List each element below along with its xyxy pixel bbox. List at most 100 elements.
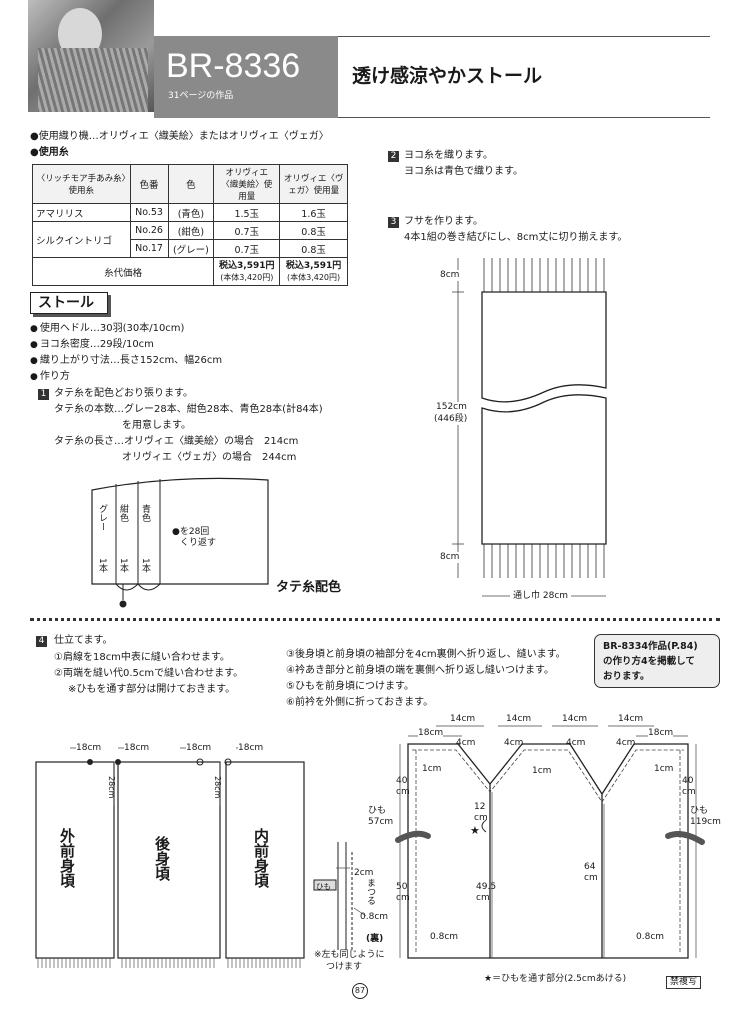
h40-left: 40 cm [396,776,410,798]
th-orimie: オリヴィエ〈織美絵〉使用量 [213,164,281,204]
side18-2: 18cm [648,728,674,739]
top14-1: 14cm [450,714,476,724]
fringe-top-label: 8cm [440,270,460,281]
step1-line3: を用意します。 [122,420,191,431]
panel-dim-3: 18cm [186,743,212,754]
warp-color-diagram [91,477,269,608]
side18-1: 18cm [418,728,444,739]
panel-inner-front: 内前身頃 [252,828,270,888]
yarn-table: 〈リッチモア手あみ糸〉使用糸 色番 色 オリヴィエ〈織美絵〉使用量 オリヴィエ〈… [31,164,348,286]
h40-left-num: 40 [396,776,408,786]
warp-col-gray: グレー [97,504,107,531]
page-reference: 31ページの作品 [168,91,234,101]
th-no: 色番 [129,164,169,204]
h40-right-unit: cm [682,787,696,797]
yarn-heading: ●使用糸 [30,147,69,158]
th-vega: オリヴィエ〈ヴェガ〉使用量 [279,164,348,204]
assembly-left-1: ①肩線を18cm中表に縫い合わせます。 [54,652,230,663]
fringe-bottom-label: 8cm [440,552,460,563]
h50-unit: cm [396,893,410,903]
step1-line2: タテ糸の本数…グレー28本、紺色28本、青色28本(計84本) [54,404,323,415]
top14-3: 14cm [562,714,588,724]
repeat-note: ●を28回 くり返す [172,527,216,549]
one-3: 1cm [654,764,674,774]
cell-yarn: アマリリス [32,203,131,222]
h64-num: 64 [584,862,596,872]
table-row: アマリリス No.53 (青色) 1.5玉 1.6玉 [32,203,348,222]
warp-count-navy: 1本 [118,558,128,573]
h495: 49.5 cm [476,882,496,904]
step4-num: 4 [38,636,45,646]
step1-line5: オリヴィエ〈ヴェガ〉の場合 244cm [122,452,297,463]
reference-line1: BR-8334作品(P.84) [603,641,698,652]
assembly-right-3: ⑤ひもを前身頃につけます。 [286,681,414,692]
h40-right: 40 cm [682,776,696,798]
star12-num: 12 [474,802,486,812]
price-orimie-sub: (本体3,420円) [220,272,274,282]
panel-height-2: 28cm [213,776,222,799]
one-2: 1cm [532,766,552,776]
stole-heading: ストール [38,295,94,311]
panel-dim-2: 18cm [124,743,150,754]
stole-heading-box [30,292,108,314]
reference-line3: おります。 [603,671,650,682]
model-photo [28,0,154,112]
pattern-code: BR-8336 [166,47,301,85]
step4-title: 仕立てます。 [54,635,113,646]
seam-detail [313,842,367,950]
price-row: 糸代価格 税込3,591円 (本体3,420円) 税込3,591円 (本体3,4… [31,257,348,286]
cell-orimie: 0.7玉 [213,221,281,240]
seam-matsuru: まつる [365,878,375,905]
reference-line2: の作り方4を掲載して [603,656,695,667]
fold4-4: 4cm [616,738,636,748]
cell-yarn: シルクイントリゴ [32,221,131,258]
section-divider [30,618,720,621]
step3-badge: 3 [388,217,399,228]
step1-line1: タテ糸を配色どおり張ります。 [54,388,193,399]
table-row: シルクイントリゴ No.26 (紺色) 0.7玉 0.8玉 [32,221,348,258]
h495-num: 49.5 [476,882,497,892]
cell-vega: 0.8玉 [279,239,348,258]
no-copy-stamp: 禁複写 [666,976,702,989]
fold4-1: 4cm [456,738,476,748]
price-vega-main: 税込3,591円 [285,260,342,271]
repeat-note-line2: くり返す [180,538,217,548]
spec-density: ヨコ糸密度…29段/10cm [30,338,154,352]
top14-4: 14cm [618,714,644,724]
legend: ★＝ひもを通す部分(2.5cmあける) [484,974,627,984]
cord-right-len: 119cm [690,817,721,827]
cell-orimie: 0.7玉 [213,239,281,258]
warp-col-blue: 青色 [140,504,150,522]
hem-right: 0.8cm [636,932,665,942]
fold4-3: 4cm [566,738,586,748]
panel-height-1: 28cm [107,776,116,799]
seam-08cm: 0.8cm [360,912,389,922]
price-label: 糸代価格 [31,257,215,286]
step3-line1: フサを作ります。 [404,216,483,227]
h495-unit: cm [476,893,490,903]
h40-left-unit: cm [396,787,410,797]
cord-left-label: ひも [368,806,387,816]
page-number: 87 [352,983,368,999]
assembly-right-1: ③後身頃と前身頃の袖部分を4cm裏側へ折り返し、縫います。 [286,649,566,660]
price-orimie: 税込3,591円 (本体3,420円) [213,257,281,286]
garment-diagram [395,725,705,959]
cell-no: No.26 [129,221,169,240]
h64-unit: cm [584,873,598,883]
step2-line2: ヨコ糸は青色で織ります。 [404,166,523,177]
spec-size: 織り上がり寸法…長さ152cm、幅26cm [30,354,222,368]
header-band [154,36,338,118]
h40-right-num: 40 [682,776,694,786]
cell-orimie: 1.5玉 [213,203,281,222]
one-1: 1cm [422,764,442,774]
panel-back: 後身頃 [153,836,171,881]
seam-note-1: ※左も同じように [314,950,385,960]
cord-left: ひも 57cm [368,806,393,828]
step1-line4: タテ糸の長さ…オリヴィエ〈織美絵〉の場合 214cm [54,436,299,447]
warp-caption: タテ糸配色 [276,580,342,595]
spec-heddle: 使用ヘドル…30羽(30本/10cm) [30,322,185,336]
seam-cord-label: ひも [316,882,331,891]
cell-vega: 1.6玉 [279,203,348,222]
step1-badge: 1 [38,389,49,400]
cell-vega: 0.8玉 [279,221,348,240]
